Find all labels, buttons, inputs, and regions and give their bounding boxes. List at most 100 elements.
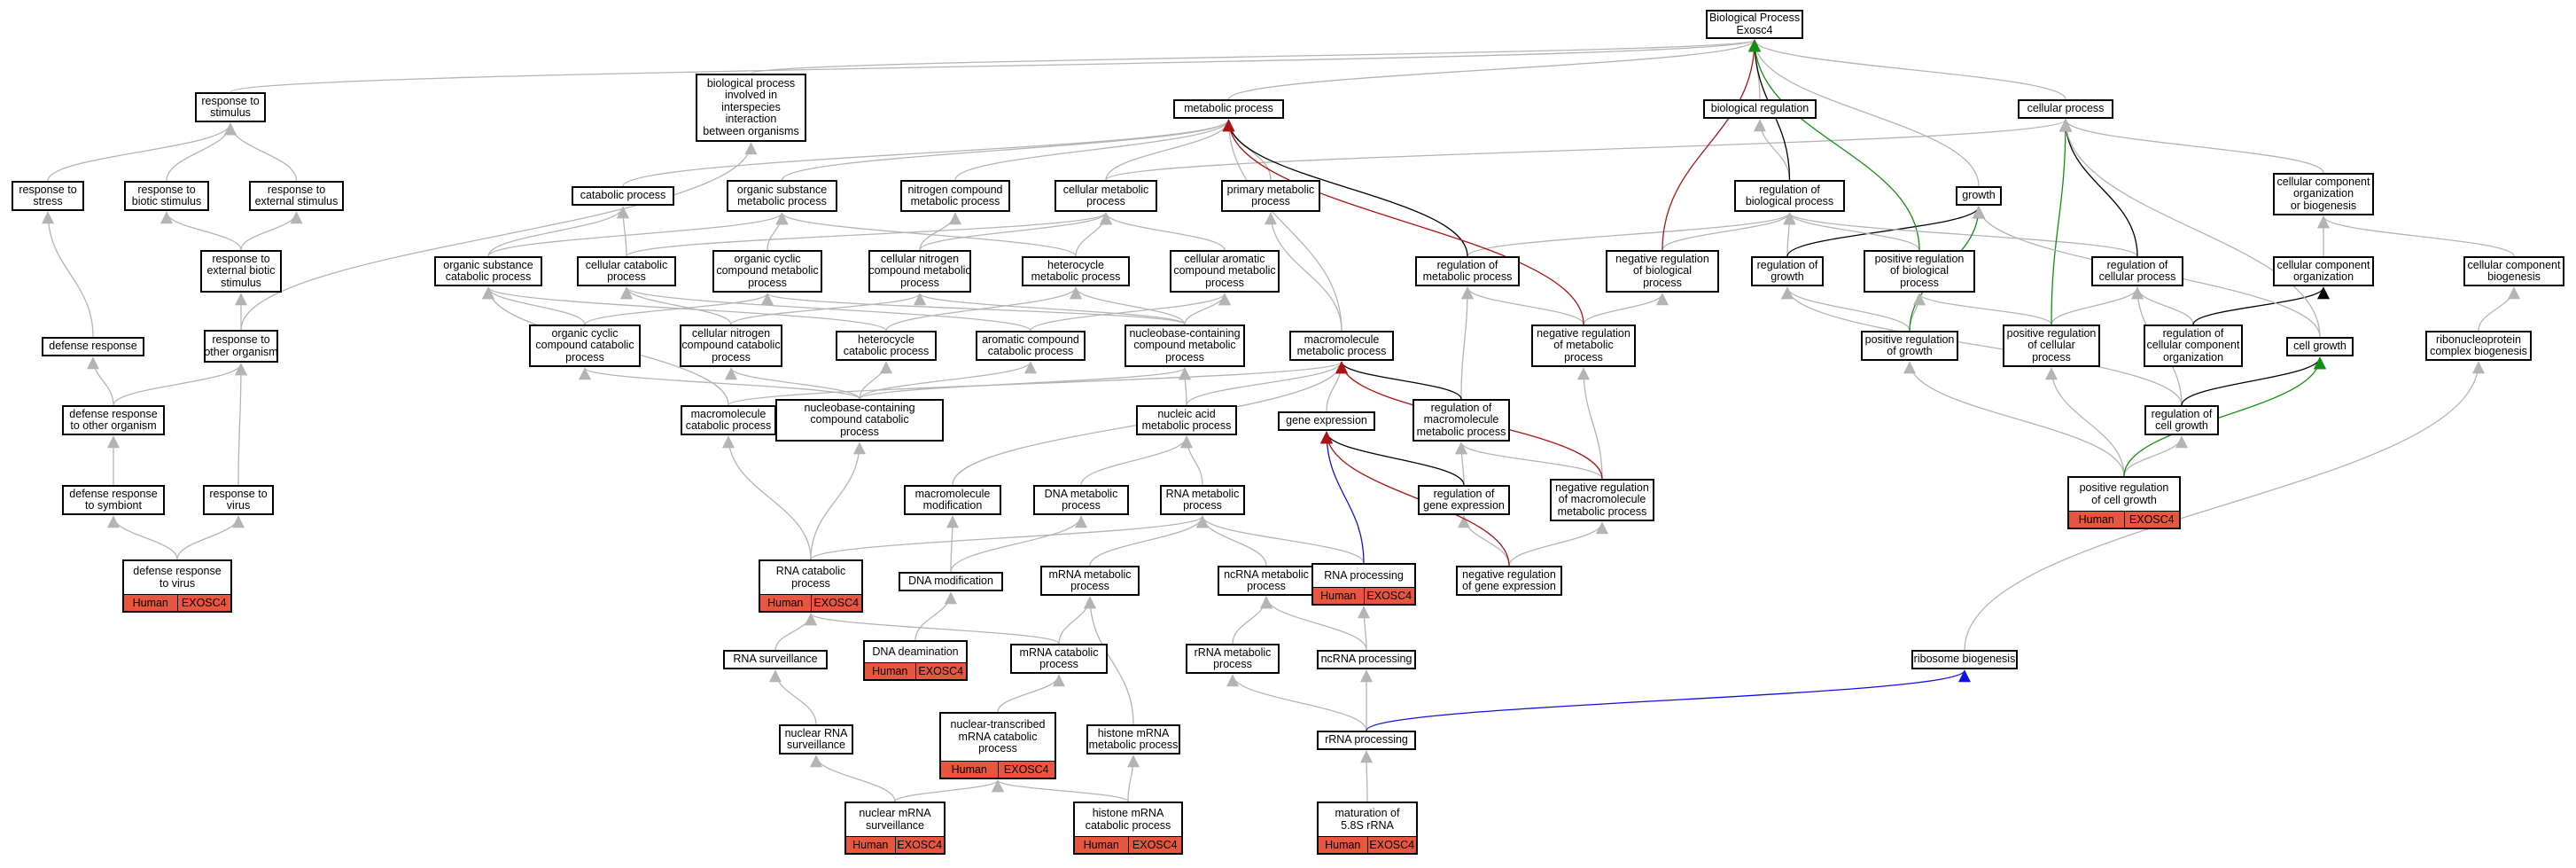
go-term-node[interactable]: metabolic process xyxy=(1173,99,1284,119)
go-term-node[interactable]: rRNA processing xyxy=(1317,731,1416,750)
go-term-node[interactable]: RNA surveillance xyxy=(723,650,828,669)
go-term-label-line: process xyxy=(1205,276,1244,289)
go-term-label-line: 5.8S rRNA xyxy=(1341,818,1394,832)
go-term-label-line: cellular component xyxy=(2276,175,2370,188)
edge-is-a xyxy=(1105,119,2072,181)
edge-is-a xyxy=(1781,286,1911,332)
go-term-label-line: cellular nitrogen xyxy=(691,326,771,340)
go-term-label-line: metabolic process xyxy=(1557,504,1647,518)
go-term-label-line: macromolecule xyxy=(1423,413,1499,426)
go-term-label-line: external stimulus xyxy=(254,195,339,207)
go-term-node[interactable]: cellular process xyxy=(2018,99,2113,119)
go-term-node[interactable]: gene expression xyxy=(1278,411,1375,431)
edge-is-a xyxy=(1222,119,1342,332)
go-term-label: metabolic process xyxy=(1175,101,1282,117)
go-term-node[interactable]: catabolic process xyxy=(572,186,674,206)
go-term-label-line: nucleic acid xyxy=(1157,407,1216,420)
go-term-node[interactable]: growth xyxy=(1956,186,2002,206)
go-term-node[interactable]: DNA modification xyxy=(899,572,1003,591)
go-term-label-line: cellular catabolic xyxy=(585,258,668,271)
go-term-node[interactable]: cell growth xyxy=(2286,337,2354,356)
go-term-label-line: rRNA metabolic xyxy=(1194,645,1272,659)
edge-is-a xyxy=(240,211,303,251)
edge-is-a xyxy=(1577,367,1603,480)
go-term-node[interactable]: defense response xyxy=(42,337,144,356)
go-term-node[interactable]: biological regulation xyxy=(1703,99,1817,119)
go-term-label-line: organization xyxy=(2292,270,2354,283)
go-term-node[interactable]: ribosome biogenesis xyxy=(1911,650,2018,669)
edge-is-a xyxy=(946,515,959,573)
go-term-node[interactable]: ncRNA processing xyxy=(1317,650,1416,669)
